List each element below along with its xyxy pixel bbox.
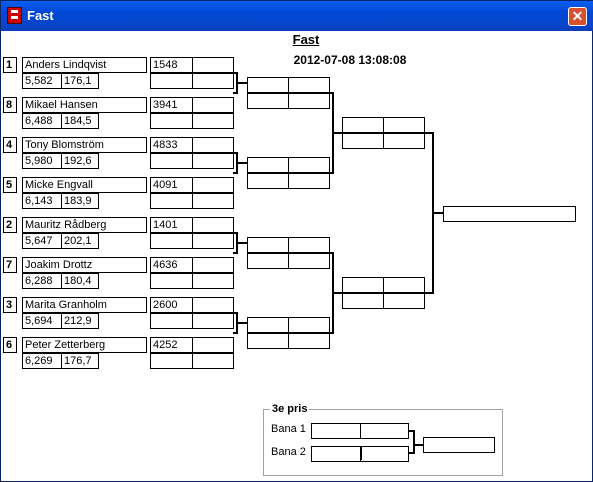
player-name: Micke Engvall [22,177,147,193]
player-extra-cell[interactable] [192,113,234,129]
player-stat-time: 6,288 [22,273,62,289]
player-extra-cell[interactable] [192,273,234,289]
player-stat-time: 5,582 [22,73,62,89]
player-name: Peter Zetterberg [22,337,147,353]
player-name: Mauritz Rådberg [22,217,147,233]
player-round1-cell[interactable] [192,177,234,193]
third-lane2-cell-a[interactable] [311,446,361,462]
player-name: Marita Granholm [22,297,147,313]
player-round1-cell[interactable] [192,97,234,113]
third-place-title: 3e pris [270,403,310,415]
player-stat-speed: 184,5 [61,113,99,129]
player-stat-time: 6,269 [22,353,62,369]
page-title: Fast [292,32,320,47]
player-stat-time: 5,647 [22,233,62,249]
lane1-label: Bana 1 [271,423,306,435]
player-extra-cell[interactable] [192,353,234,369]
player-round1-cell[interactable] [192,137,234,153]
quarterfinal-cell[interactable] [288,237,330,253]
player-stat-time: 5,980 [22,153,62,169]
title-bar[interactable]: Fast ✕ [1,1,593,31]
bracket-connector [233,312,238,334]
final-winner-box[interactable] [443,206,576,222]
player-round1-cell[interactable] [192,337,234,353]
bracket-connector [409,430,415,454]
player-round1-cell[interactable] [192,57,234,73]
lane2-label: Bana 2 [271,446,306,458]
bracket-connector [233,232,238,254]
bracket-connector [233,72,238,94]
player-score[interactable]: 4252 [150,337,193,353]
player-extra-cell[interactable] [192,193,234,209]
player-round1-cell[interactable] [192,257,234,273]
datetime-label: 2012-07-08 13:08:08 [293,53,407,67]
bracket-connector [425,132,434,294]
player-stat-speed: 192,6 [61,153,99,169]
player-name: Anders Lindqvist [22,57,147,73]
player-seed: 5 [3,177,17,193]
player-seed: 1 [3,57,17,73]
quarterfinal-cell[interactable] [288,93,330,109]
third-lane1-cell-a[interactable] [311,423,361,439]
bracket-connector [233,152,238,174]
third-lane1-cell-b[interactable] [360,423,409,439]
third-place-group [263,409,503,476]
player-name: Mikael Hansen [22,97,147,113]
semifinal-cell[interactable] [383,277,425,293]
player-round1-cell[interactable] [192,297,234,313]
quarterfinal-cell[interactable] [288,317,330,333]
player-score[interactable]: 4636 [150,257,193,273]
text-cursor [361,447,362,460]
close-button[interactable]: ✕ [568,7,587,26]
player-round1-cell[interactable] [192,217,234,233]
player-extra-cell[interactable] [192,153,234,169]
semifinal-cell[interactable] [383,117,425,133]
player-stat-speed: 180,4 [61,273,99,289]
player-extra-cell[interactable] [192,233,234,249]
quarterfinal-cell[interactable] [288,253,330,269]
player-seed: 4 [3,137,17,153]
player-stat-speed: 176,7 [61,353,99,369]
semifinal-cell[interactable] [383,133,425,149]
quarterfinal-cell[interactable] [288,157,330,173]
player-seed: 7 [3,257,17,273]
player-seed: 8 [3,97,17,113]
player-seed: 3 [3,297,17,313]
player-score[interactable]: 3941 [150,97,193,113]
quarterfinal-cell[interactable] [288,173,330,189]
player-score[interactable]: 1401 [150,217,193,233]
bracket-connector [329,252,334,334]
player-name: Tony Blomström [22,137,147,153]
window-title: Fast [27,8,54,23]
quarterfinal-cell[interactable] [288,77,330,93]
player-extra-cell[interactable] [192,73,234,89]
semifinal-cell[interactable] [383,293,425,309]
quarterfinal-cell[interactable] [288,333,330,349]
player-score[interactable]: 4833 [150,137,193,153]
player-stat-speed: 202,1 [61,233,99,249]
player-score[interactable]: 2600 [150,297,193,313]
third-place-winner-box[interactable] [423,437,495,453]
player-seed: 2 [3,217,17,233]
player-seed: 6 [3,337,17,353]
player-stat-speed: 176,1 [61,73,99,89]
player-score[interactable]: 4091 [150,177,193,193]
third-lane2-cell-b[interactable] [360,446,409,462]
player-stat-speed: 183,9 [61,193,99,209]
player-name: Joakim Drottz [22,257,147,273]
app-icon [7,7,22,24]
player-stat-speed: 212,9 [61,313,99,329]
bracket-connector [329,92,334,174]
player-extra-cell[interactable] [192,313,234,329]
